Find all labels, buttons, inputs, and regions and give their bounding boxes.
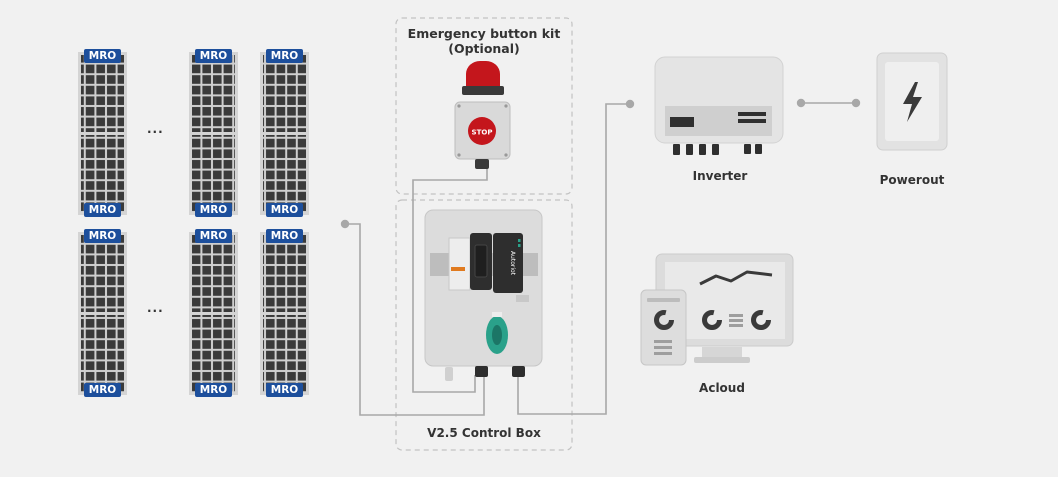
mro-tag: MRO [84, 383, 121, 397]
mro-tag: MRO [195, 203, 232, 217]
solar-panel-cells [263, 55, 306, 132]
mro-tag: MRO [266, 383, 303, 397]
solar-panel-cells [192, 135, 235, 212]
solar-panel-cells [81, 135, 124, 212]
solar-panel-cells [81, 315, 124, 392]
connection-dots [340, 98, 861, 229]
controller-brand-text: Autoriot [509, 251, 516, 276]
solar-panel-cells [192, 315, 235, 392]
powerout-label: Powerout [879, 173, 945, 187]
solar-panel-array [78, 52, 309, 395]
mro-tag: MRO [195, 383, 232, 397]
emergency-kit-boundary [395, 17, 573, 195]
control-box-device [424, 209, 543, 381]
control-box-boundary [395, 199, 573, 451]
chart-line-icon [699, 270, 773, 286]
inverter-device [654, 56, 784, 155]
solar-panel-cells [192, 235, 235, 312]
mro-tag: MRO [84, 49, 121, 63]
emergency-button-device [454, 61, 511, 169]
lightning-bolt-icon [903, 82, 922, 122]
acloud-device [640, 253, 794, 366]
panel-ellipsis: ... [147, 301, 164, 315]
solar-panel-cells [263, 135, 306, 212]
donut-chart-icon [654, 310, 771, 330]
mro-tag: MRO [195, 229, 232, 243]
emergency-kit-title: Emergency button kit [407, 26, 561, 41]
inverter-label: Inverter [692, 169, 748, 183]
solar-panel-cells [81, 235, 124, 312]
stop-button-label: STOP [472, 129, 493, 137]
emergency-kit-subtitle: (Optional) [448, 41, 520, 56]
mro-tag: MRO [84, 203, 121, 217]
mro-tag: MRO [195, 49, 232, 63]
solar-panel-cells [192, 55, 235, 132]
mro-tag: MRO [266, 229, 303, 243]
mro-tag: MRO [266, 49, 303, 63]
solar-panel-cells [81, 55, 124, 132]
solar-panel-cells [263, 315, 306, 392]
mro-tag: MRO [266, 203, 303, 217]
mro-tag: MRO [84, 229, 121, 243]
solar-panel-cells [263, 235, 306, 312]
acloud-label: Acloud [699, 381, 745, 395]
panel-ellipsis: ... [147, 122, 164, 136]
control-box-label: V2.5 Control Box [427, 426, 541, 440]
connection-lines [345, 102, 856, 416]
